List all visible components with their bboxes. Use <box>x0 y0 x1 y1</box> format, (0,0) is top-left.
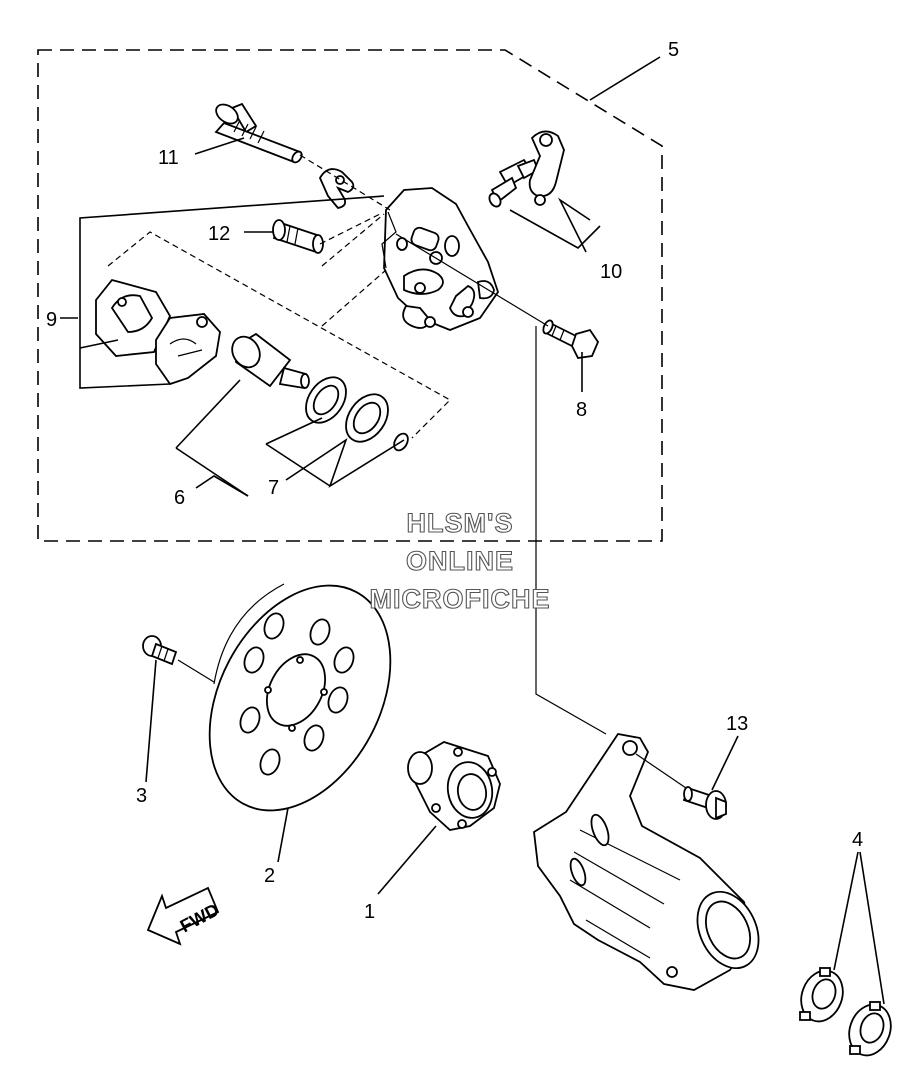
callout-5: 5 <box>668 39 679 61</box>
bolt-8 <box>542 319 600 359</box>
caliper-body <box>381 187 499 331</box>
callout-11: 11 <box>158 147 179 169</box>
caliper-assembly-boundary <box>37 49 663 542</box>
leader-lines <box>60 56 885 1005</box>
brake-disc-2 <box>208 583 392 812</box>
watermark-line-1: HLSM'S <box>407 508 514 538</box>
callout-1: 1 <box>364 901 375 923</box>
pad-clip <box>318 168 355 209</box>
lock-nut-4-a <box>799 967 844 1023</box>
fwd-arrow-icon: FWD <box>146 886 222 946</box>
callout-4: 4 <box>852 829 863 851</box>
sprocket-hub-1 <box>407 741 501 831</box>
axle-housing <box>533 733 760 991</box>
pin-boot-12 <box>272 219 324 254</box>
watermark-line-3: MICROFICHE <box>370 584 551 614</box>
disc-bolt-3 <box>142 635 178 666</box>
callout-13: 13 <box>726 713 748 735</box>
callout-7: 7 <box>268 477 279 499</box>
seal-7-b <box>345 393 389 443</box>
callout-2: 2 <box>264 865 275 887</box>
bleed-cap-10 <box>528 130 565 206</box>
watermark-line-2: ONLINE <box>406 546 514 576</box>
watermark: HLSM'S ONLINE MICROFICHE <box>369 507 551 614</box>
callout-12: 12 <box>208 223 230 245</box>
seal-7-a <box>305 376 347 424</box>
flange-bolt-13 <box>682 786 727 820</box>
slide-pin-bolt-11 <box>214 102 303 164</box>
callout-3: 3 <box>136 785 147 807</box>
callout-8: 8 <box>576 399 587 421</box>
callout-labels: 5 11 12 9 10 8 6 7 13 3 2 1 4 <box>46 39 863 923</box>
bleed-screw-10 <box>488 158 540 208</box>
callout-10: 10 <box>600 261 622 283</box>
callout-6: 6 <box>174 487 185 509</box>
piston-6 <box>231 332 310 390</box>
callout-9: 9 <box>46 309 57 331</box>
brake-pad-9-right <box>155 313 221 386</box>
lock-nut-4-b <box>848 1001 892 1057</box>
